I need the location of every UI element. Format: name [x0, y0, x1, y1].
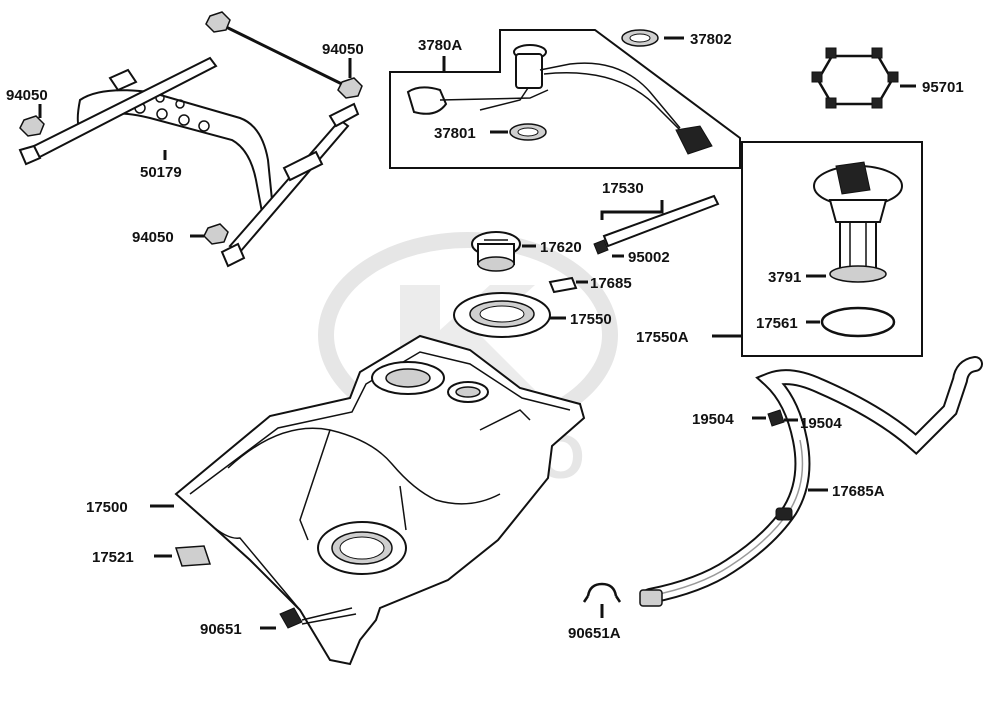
- label-3780A: 3780A: [418, 37, 462, 54]
- label-95002: 95002: [628, 249, 670, 266]
- clip-19504: [767, 409, 785, 427]
- label-95701: 95701: [922, 79, 964, 96]
- nut-94050-left: [19, 115, 45, 137]
- label-17500: 17500: [86, 499, 128, 516]
- frame-17550A: [741, 141, 923, 357]
- ring-37801: [509, 123, 547, 141]
- label-37801: 37801: [434, 125, 476, 142]
- fuel-tank-17500: [174, 334, 586, 666]
- filler-cap-17620: [471, 231, 521, 272]
- oring-17561: [820, 306, 896, 338]
- label-94050-left: 94050: [6, 87, 48, 104]
- hose-17685A: [639, 356, 983, 607]
- label-17620: 17620: [540, 239, 582, 256]
- leader-90651-pointer: [301, 607, 357, 625]
- frame-3780A: [389, 29, 741, 169]
- bracket-50179: [18, 56, 360, 268]
- label-3791: 3791: [768, 269, 801, 286]
- nut-94050-mid: [337, 77, 363, 99]
- label-17521: 17521: [92, 549, 134, 566]
- pipe-17530: [602, 194, 720, 248]
- label-94050-top: 94050: [322, 41, 364, 58]
- label-17561: 17561: [756, 315, 798, 332]
- label-94050-bottom: 94050: [132, 229, 174, 246]
- label-19504-left: 19504: [692, 411, 734, 428]
- gasket-17550: [453, 292, 551, 338]
- label-17550: 17550: [570, 311, 612, 328]
- leader-17530: [600, 200, 664, 220]
- label-90651A: 90651A: [568, 625, 621, 642]
- clamp-90651: [279, 607, 303, 629]
- nipple-17685: [548, 276, 578, 294]
- clamp-90651A: [586, 582, 618, 597]
- label-17550A: 17550A: [636, 329, 689, 346]
- seal-37802: [621, 29, 659, 47]
- fuel-sender-3780A: [406, 44, 713, 155]
- label-19504-right: 19504: [800, 415, 842, 432]
- label-17530: 17530: [602, 180, 644, 197]
- label-90651: 90651: [200, 621, 242, 638]
- clip-95002: [593, 239, 609, 255]
- label-50179: 50179: [140, 164, 182, 181]
- nut-94050-top: [205, 11, 231, 33]
- label-37802: 37802: [690, 31, 732, 48]
- fuel-pump-3791: [813, 161, 903, 283]
- rod-94050: [219, 22, 351, 90]
- label-17685: 17685: [590, 275, 632, 292]
- nut-94050-bottom: [203, 223, 229, 245]
- label-17685A: 17685A: [832, 483, 885, 500]
- pad-17521: [174, 545, 212, 567]
- bolt-set-95701: [811, 47, 899, 109]
